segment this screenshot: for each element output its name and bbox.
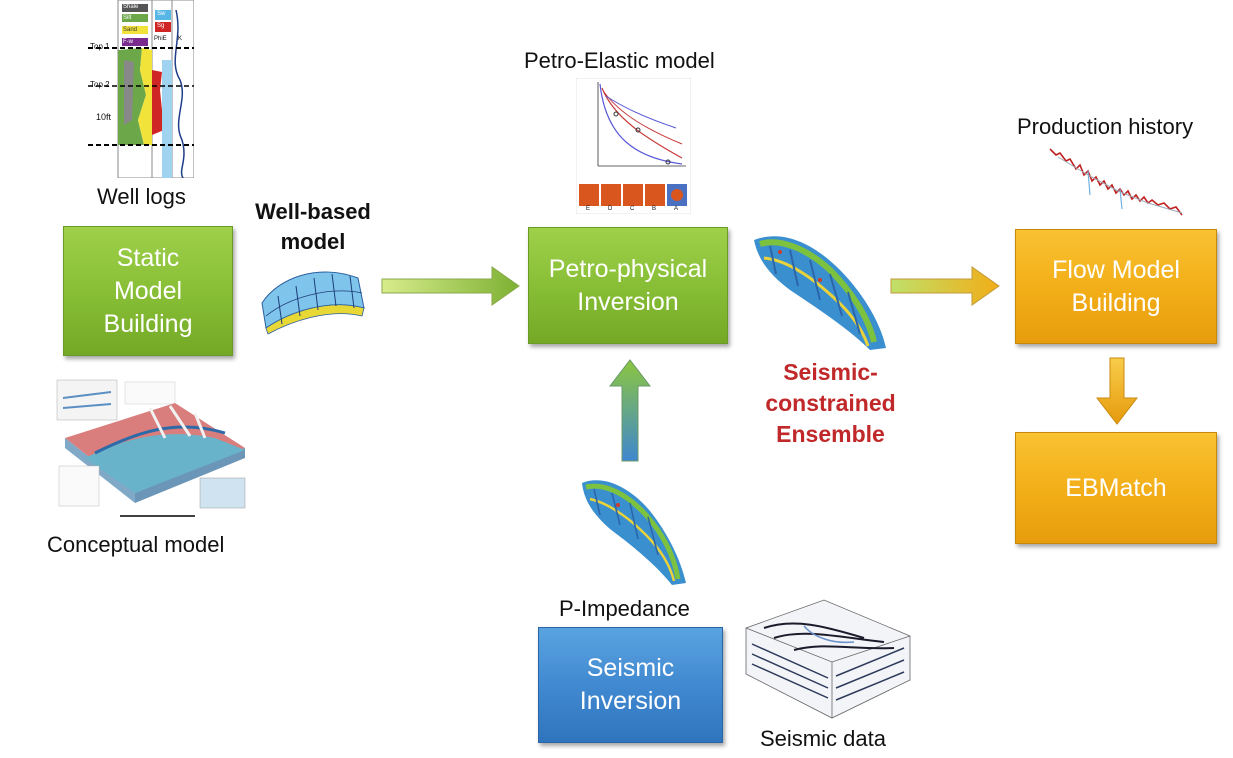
track-k: K (178, 36, 183, 42)
arrow-ensemble-to-flow (890, 266, 1000, 306)
arrow-well-to-petro (381, 266, 520, 306)
static-model-building-box[interactable]: Static Model Building (63, 226, 233, 356)
point-e: E (586, 206, 591, 212)
seismic-data-figure (744, 598, 912, 720)
production-history-figure (1048, 145, 1186, 220)
track-sg: Sg (157, 23, 165, 29)
well-based-model-figure (258, 258, 368, 338)
p-impedance-label: P-Impedance (559, 596, 690, 621)
seismic-inversion-box[interactable]: Seismic Inversion (538, 627, 723, 743)
arrow-pimpedance-to-petro (608, 359, 652, 462)
point-b: B (652, 206, 657, 212)
point-a: A (674, 206, 679, 212)
legend-shale: Shale (123, 4, 139, 10)
petro-physical-inversion-box[interactable]: Petro-physical Inversion (528, 227, 728, 344)
track-phie: PhiE (154, 36, 167, 42)
petro-elastic-figure: E D C B A (576, 78, 691, 214)
production-history-label: Production history (1017, 114, 1194, 139)
ebmatch-box[interactable]: EBMatch (1015, 432, 1217, 544)
legend-silt: Silt (123, 15, 132, 21)
well-log-figure: Shale Silt Sand F-w Sw Sg PhiE K Top 1 T… (88, 0, 194, 178)
seismic-constrained-ensemble-figure (750, 230, 890, 352)
conceptual-model-label: Conceptual model (47, 532, 225, 557)
legend-sand: Sand (123, 27, 138, 33)
point-d: D (608, 206, 613, 212)
scale-label: 10ft (96, 112, 112, 122)
well-logs-label: Well logs (97, 184, 186, 209)
seismic-constrained-ensemble-label: Seismic- constrained Ensemble (765, 359, 896, 447)
petro-elastic-model-label: Petro-Elastic model (524, 48, 715, 73)
p-impedance-figure (578, 475, 690, 587)
flow-model-building-box[interactable]: Flow Model Building (1015, 229, 1217, 344)
arrow-flow-to-ebmatch (1095, 357, 1139, 425)
well-based-model-label: Well-based model (255, 199, 371, 254)
point-c: C (630, 206, 635, 212)
legend-fw: F-w (123, 39, 133, 45)
top-1-label: Top 1 (90, 42, 110, 51)
top-2-label: Top 2 (90, 80, 110, 89)
conceptual-model-figure (55, 378, 250, 518)
seismic-data-label: Seismic data (760, 726, 886, 751)
track-sw: Sw (157, 11, 166, 17)
